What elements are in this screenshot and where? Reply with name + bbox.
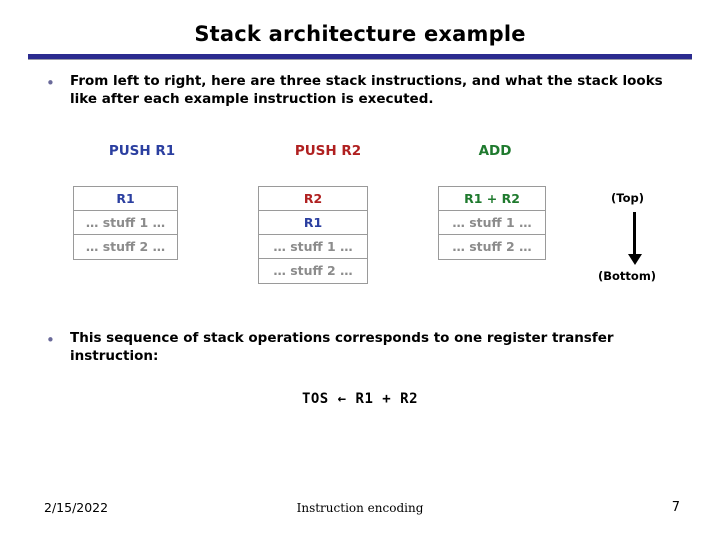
stack-cell: … stuff 2 … (452, 239, 532, 254)
title-divider (28, 54, 692, 60)
bullet-text-2: This sequence of stack operations corres… (70, 330, 614, 365)
bullet-marker-1: • (46, 74, 55, 92)
bullet-marker-2: • (46, 331, 55, 349)
stack-cell: … stuff 2 … (273, 263, 353, 278)
footer-title: Instruction encoding (296, 501, 424, 515)
stack-cell: … stuff 1 … (439, 211, 545, 235)
stack-cell: R1 (74, 187, 177, 211)
column-label-push-r2: PUSH R2 (294, 143, 362, 159)
stack-cell: … stuff 2 … (85, 239, 166, 254)
stack-cell: R1 (259, 211, 367, 235)
stack-cell: … stuff 1 … (259, 235, 367, 259)
stack-cell: … stuff 1 … (74, 211, 177, 235)
footer-page-number: 7 (671, 500, 680, 515)
bottom-label: (Bottom) (598, 269, 657, 283)
stack-cell: R1 + R2 (439, 187, 545, 211)
stack-push-r2: R2 R1 … stuff 1 … … stuff 2 … (258, 186, 368, 284)
equation-tos: TOS ← R1 + R2 (301, 391, 419, 407)
top-label: (Top) (611, 191, 644, 205)
column-label-add: ADD (478, 143, 512, 159)
stack-add: R1 + R2 … stuff 1 … … stuff 2 … (438, 186, 546, 260)
stack-push-r1: R1 … stuff 1 … … stuff 2 … (73, 186, 178, 260)
footer-date: 2/15/2022 (44, 500, 109, 515)
down-arrow-icon (628, 254, 642, 265)
column-label-push-r1: PUSH R1 (108, 143, 176, 159)
down-arrow-icon (633, 212, 636, 257)
stack-cell: R2 (259, 187, 367, 211)
page-title: Stack architecture example (194, 22, 526, 46)
bullet-text-1: From left to right, here are three stack… (70, 73, 663, 108)
